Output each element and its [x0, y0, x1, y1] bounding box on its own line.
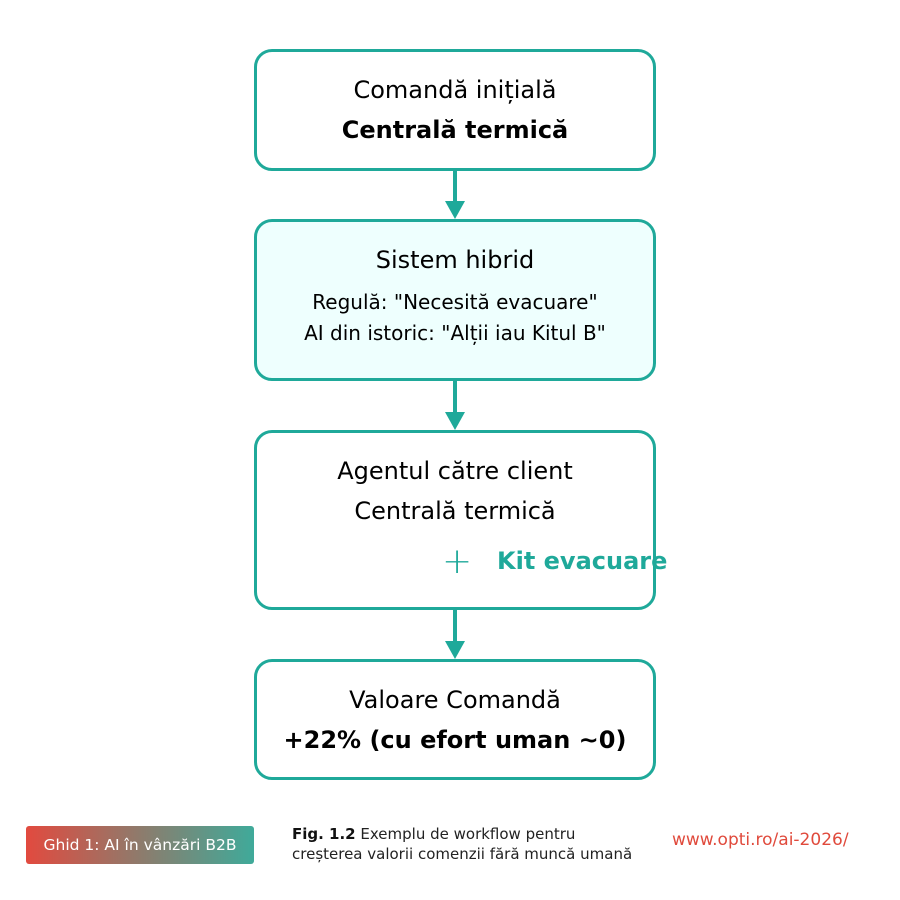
- caption-label: Fig. 1.2: [292, 825, 356, 843]
- caption-line-1: Fig. 1.2 Exemplu de workflow pentru: [292, 824, 672, 844]
- plus-icon: +: [442, 541, 473, 582]
- step-ai-line: AI din istoric: "Alții iau Kitul B": [304, 321, 606, 345]
- arrow-down-icon: [445, 609, 465, 659]
- flow-step-order-value: Valoare Comandă +22% (cu efort uman ~0): [254, 659, 656, 780]
- caption-text-1: Exemplu de workflow pentru: [360, 825, 576, 843]
- addon-label: Kit evacuare: [497, 547, 668, 575]
- step-title: Sistem hibrid: [375, 246, 535, 274]
- figure-caption: Fig. 1.2 Exemplu de workflow pentru creș…: [292, 824, 672, 864]
- flow-step-initial-order: Comandă inițială Centrală termică: [254, 49, 656, 171]
- arrow-down-icon: [445, 380, 465, 430]
- step-title: Comandă inițială: [353, 76, 557, 104]
- arrow-down-icon: [445, 170, 465, 219]
- step-title: Agentul către client: [337, 457, 573, 485]
- flow-step-agent-to-client: Agentul către client Centrală termică + …: [254, 430, 667, 610]
- step-rule-line: Regulă: "Necesită evacuare": [312, 290, 598, 314]
- step-subtitle: Centrală termică: [354, 497, 556, 525]
- step-subtitle: +22% (cu efort uman ~0): [283, 726, 627, 754]
- step-title: Valoare Comandă: [349, 686, 561, 714]
- caption-line-2: creșterea valorii comenzii fără muncă um…: [292, 845, 633, 863]
- step-subtitle: Centrală termică: [341, 116, 569, 144]
- flow-step-hybrid-system: Sistem hibrid Regulă: "Necesită evacuare…: [254, 219, 656, 381]
- website-link[interactable]: www.opti.ro/ai-2026/: [672, 830, 849, 850]
- guide-badge: Ghid 1: AI în vânzări B2B: [26, 826, 254, 864]
